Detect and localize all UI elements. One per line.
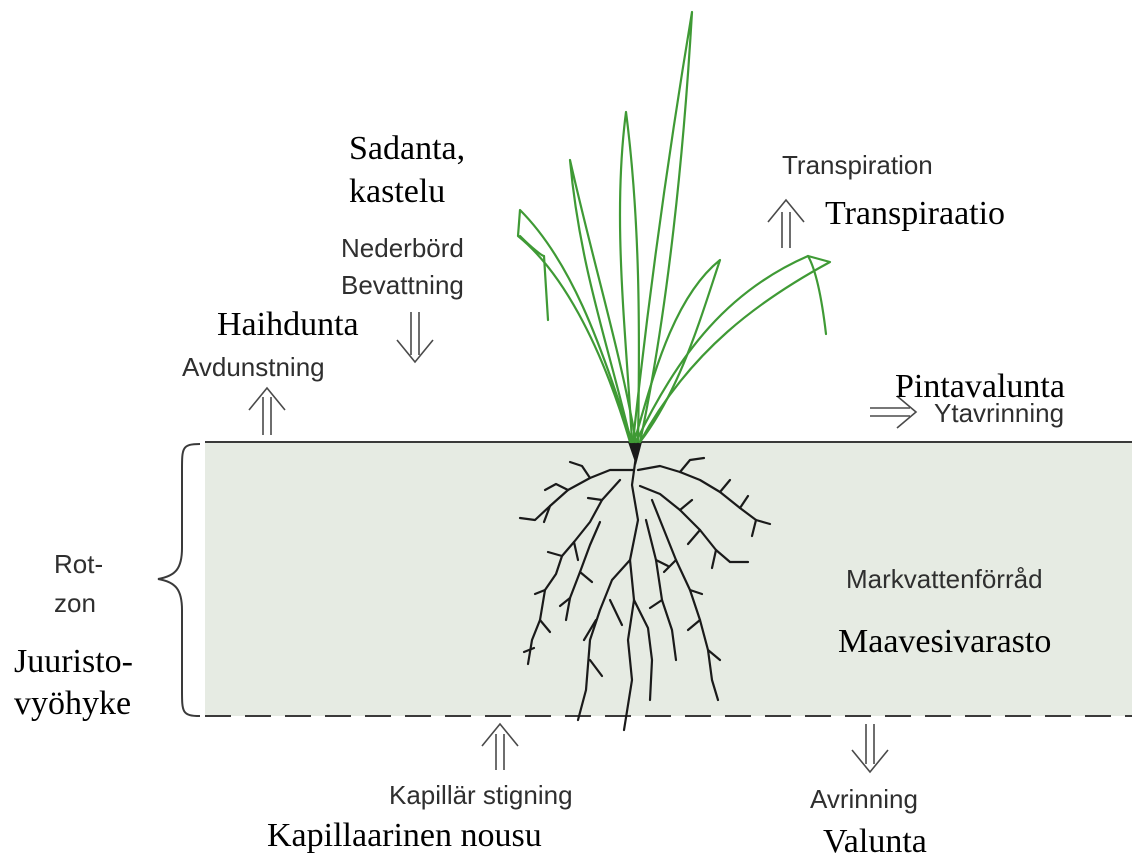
drainage-label-fi: Valunta [823,823,927,856]
root-zone-label-sv: Rot- [54,549,103,579]
precipitation-label-fi: kastelu [349,173,445,210]
root-zone-label-fi: Juuristo- [14,643,133,680]
transpiration-label-sv: Transpiration [782,150,933,180]
soil-water-storage-label-sv: Markvattenförråd [846,564,1043,594]
drainage-label-sv: Avrinning [810,784,918,814]
irrigation-label-sv: Bevattning [341,270,464,300]
evaporation-label-fi: Haihdunta [217,306,359,343]
precipitation-label-sv: Nederbörd [341,233,464,263]
root-zone-brace-icon [158,444,200,716]
drainage-arrow-icon [852,724,888,772]
evaporation-arrow-icon [249,388,285,435]
capillary-rise-label-fi: Kapillaarinen nousu [267,817,542,854]
surface-runoff-label-sv: Ytavrinning [934,398,1064,428]
soil-water-storage-label-fi: Maavesivarasto [838,623,1051,660]
plant-leaves [518,12,830,442]
precipitation-label-fi: Sadanta, [349,130,465,167]
transpiration-label-fi: Transpiraatio [825,195,1005,232]
evaporation-label-sv: Avdunstning [182,352,325,382]
capillary-rise-label-sv: Kapillär stigning [389,780,573,810]
root-zone-label-fi: vyöhyke [14,685,131,722]
capillary-rise-arrow-icon [482,724,518,770]
precipitation-arrow-icon [397,312,433,362]
root-zone-label-sv: zon [54,588,96,618]
transpiration-arrow-icon [768,200,804,248]
